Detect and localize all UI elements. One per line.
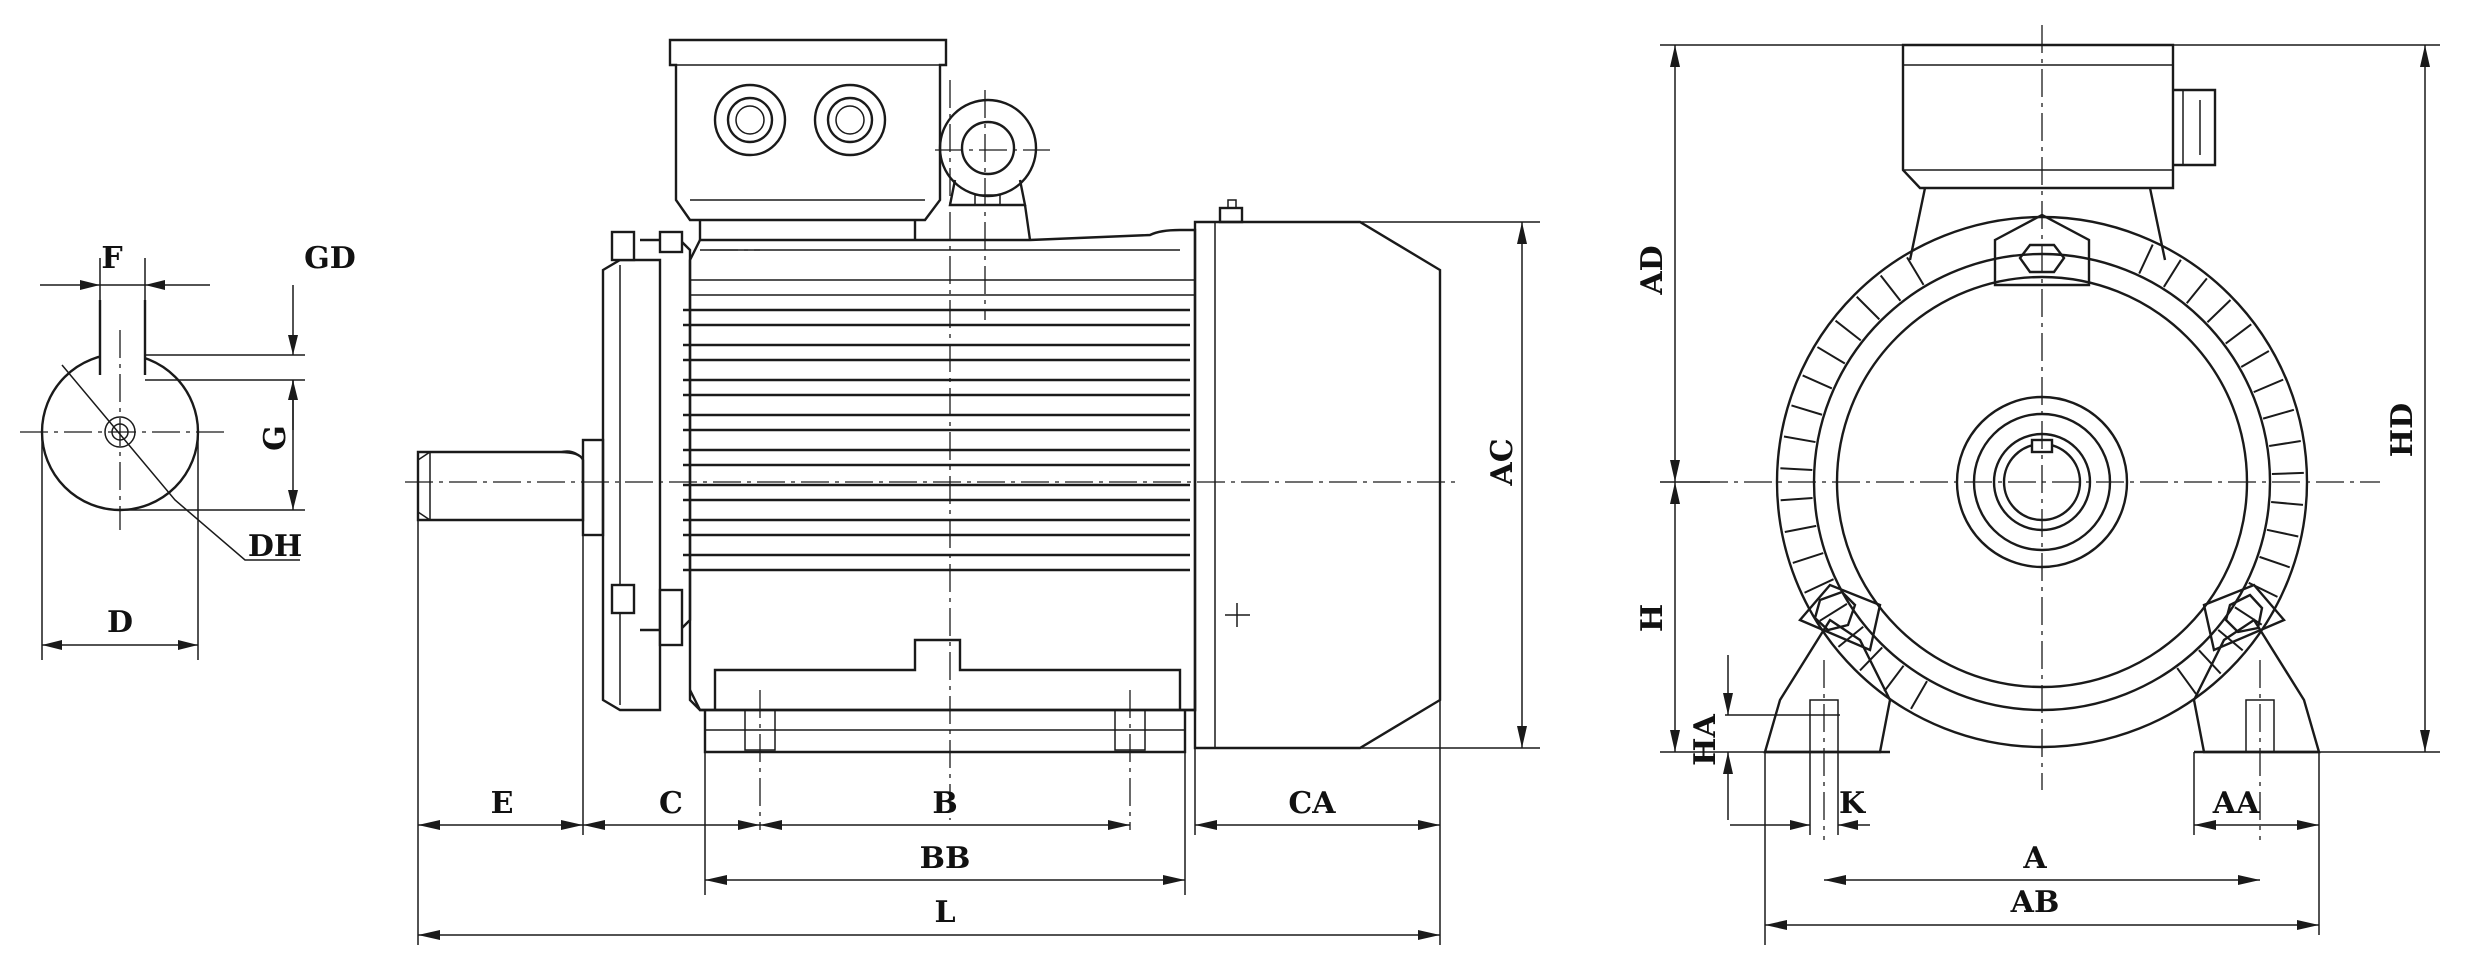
fin-line	[1780, 497, 1813, 502]
cooling-fins	[683, 249, 1195, 572]
fin-line	[2253, 378, 2284, 394]
fin-line	[1910, 680, 1928, 710]
fin-line	[2269, 440, 2301, 448]
fin-line	[2217, 629, 2244, 652]
motor-end-view	[1660, 25, 2440, 945]
lifting-eye	[938, 98, 1038, 241]
label-G: G	[258, 425, 293, 451]
label-D: D	[107, 605, 133, 640]
terminal-box	[668, 38, 948, 240]
shaft-cross-section	[20, 258, 305, 660]
fin-line	[2240, 350, 2270, 368]
fin-line	[1783, 435, 1816, 444]
label-B: B	[932, 786, 957, 821]
label-F: F	[101, 241, 122, 276]
fan-cover	[1193, 199, 1442, 750]
label-DH: DH	[248, 529, 302, 564]
label-H: H	[1635, 604, 1670, 632]
fin-line	[1791, 404, 1823, 416]
label-K: K	[1839, 786, 1866, 821]
fin-line	[1784, 524, 1817, 533]
label-L: L	[934, 895, 955, 930]
fin-line	[1859, 646, 1883, 672]
label-AC: AC	[1485, 438, 1520, 486]
fin-line	[2271, 501, 2304, 506]
fin-line	[1792, 552, 1824, 564]
label-AB: AB	[2010, 885, 2060, 920]
fin-line	[2259, 555, 2291, 569]
fin-line	[1879, 274, 1902, 302]
motor-side-view	[405, 38, 1540, 945]
label-A: A	[2022, 841, 2047, 876]
label-CA: CA	[1288, 786, 1336, 821]
fin-line	[1804, 578, 1834, 594]
label-HD: HD	[2385, 403, 2420, 457]
end-dimensions	[1660, 44, 2440, 945]
fin-line	[1883, 665, 1905, 692]
label-GD: GD	[304, 241, 356, 276]
label-E: E	[491, 786, 514, 821]
label-C: C	[659, 786, 683, 821]
fin-line	[2234, 606, 2263, 626]
fin-line	[2163, 259, 2182, 288]
fin-line	[2138, 244, 2154, 274]
radial-fins	[1780, 244, 2304, 710]
dimension-labels: F GD G DH D E C B CA BB L AC AD H HA K A…	[101, 241, 2420, 930]
fin-line	[1780, 467, 1813, 471]
label-AA: AA	[2212, 786, 2260, 821]
label-BB: BB	[920, 841, 971, 876]
fin-line	[2262, 408, 2295, 420]
fin-line	[2206, 299, 2232, 323]
fin-line	[1816, 346, 1846, 365]
fin-line	[2225, 323, 2252, 345]
fin-line	[2271, 471, 2304, 475]
label-HA: HA	[1688, 713, 1723, 765]
side-dimensions	[417, 221, 1540, 945]
label-AD: AD	[1635, 245, 1670, 295]
fin-line	[2266, 528, 2299, 538]
fin-line	[2198, 649, 2222, 675]
fin-line	[1834, 319, 1862, 342]
fin-line	[1802, 374, 1833, 390]
fin-line	[2176, 667, 2197, 695]
fin-line	[1837, 625, 1864, 648]
fin-line	[1856, 296, 1881, 321]
fin-line	[1906, 256, 1925, 286]
fin-line	[2185, 277, 2208, 304]
fin-line	[1819, 603, 1848, 622]
